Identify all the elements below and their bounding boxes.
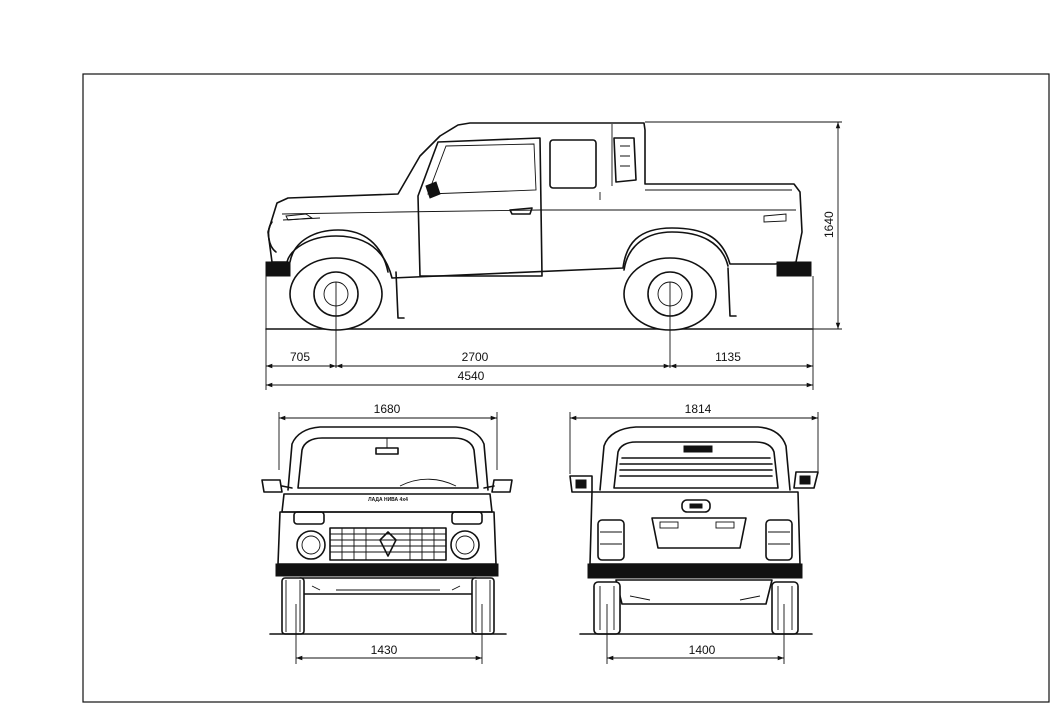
dim-front-track: 1430 [371,643,398,657]
rear-view-mirror [376,448,398,454]
dim-wheelbase: 2700 [462,350,489,364]
side-view: 1640 705 2700 1135 4540 [266,122,842,390]
drawing-frame [83,74,1049,702]
rear-right-tyre [772,582,798,634]
right-tail-lamp [766,520,792,560]
left-tail-lamp [598,520,624,560]
wiper [400,479,456,486]
window-guard-bars [620,458,772,476]
dim-rear-width: 1814 [685,402,712,416]
front-left-tyre [282,578,304,634]
front-view: 1680 ЛАДА НИВА 4x4 [262,402,512,664]
dim-overall-height: 1640 [822,211,836,238]
side-body-outline [268,123,802,278]
cab-back-window [614,138,636,182]
dim-overall-length: 4540 [458,369,485,383]
belt-line [282,210,796,214]
right-turn-lamp [452,512,482,524]
side-mirror [426,182,440,198]
rear-view: 1814 [570,402,818,664]
front-right-tyre [472,578,494,634]
front-view-bumper [276,564,498,576]
rear-view-bumper [588,564,802,578]
door-handle [510,208,532,214]
right-headlamp [451,531,479,559]
front-cab [288,427,488,490]
front-door [418,138,542,276]
dim-front-overhang: 705 [290,350,310,364]
front-marker-lamp [286,214,312,220]
rear-marker-lamp [764,214,786,222]
left-turn-lamp [294,512,324,524]
dim-rear-overhang: 1135 [715,350,741,364]
rear-cab-window [550,140,596,188]
rear-bumper [777,262,811,276]
grille-badge: ЛАДА НИВА 4x4 [368,497,408,503]
dim-rear-track: 1400 [689,643,716,657]
license-plate-recess [652,518,746,548]
left-headlamp [297,531,325,559]
dim-front-width: 1680 [374,402,401,416]
windshield [298,438,478,488]
front-bumper [266,262,290,276]
